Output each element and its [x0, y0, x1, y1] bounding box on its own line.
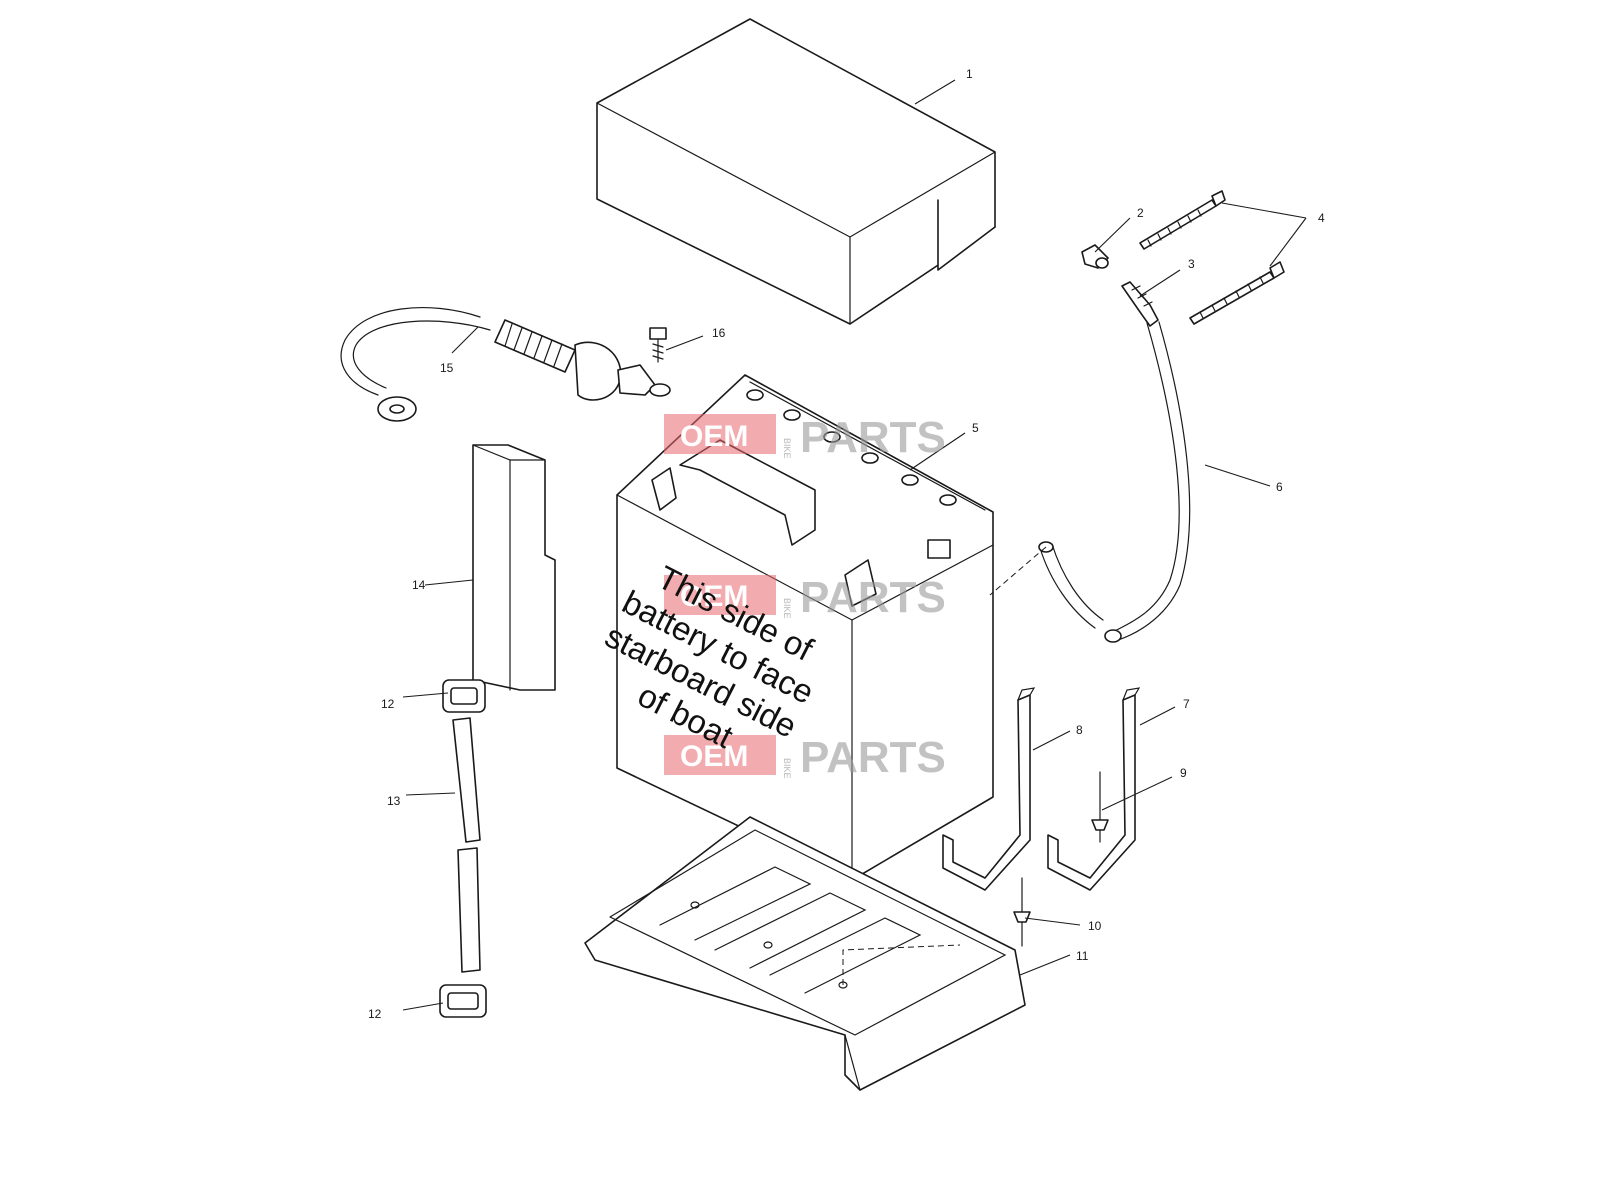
callout-15: 15	[440, 361, 454, 375]
watermark-top-left: OEM	[680, 420, 748, 453]
rivet-upper	[1091, 771, 1109, 843]
watermark-bottom: OEM BIKE PARTS	[664, 733, 946, 782]
callout-1: 1	[966, 67, 973, 81]
callout-16: 16	[712, 326, 726, 340]
vent-elbow	[1081, 244, 1109, 269]
battery-strap	[452, 717, 481, 973]
callout-12-upper: 12	[381, 697, 395, 711]
callout-2: 2	[1137, 206, 1144, 220]
watermark-middle: OEM BIKE PARTS	[664, 573, 946, 622]
watermark-top-small: BIKE	[782, 438, 792, 459]
callout-9: 9	[1180, 766, 1187, 780]
callout-8: 8	[1076, 723, 1083, 737]
watermark-bottom-right: PARTS	[800, 733, 946, 782]
battery-tray	[584, 816, 1026, 1091]
callout-13: 13	[387, 794, 401, 808]
callout-14: 14	[412, 578, 426, 592]
watermark-middle-small: BIKE	[782, 598, 792, 619]
callout-10: 10	[1088, 919, 1102, 933]
callout-6: 6	[1276, 480, 1283, 494]
hold-down-bracket-right	[1047, 687, 1141, 891]
cable-tie-upper	[1139, 190, 1226, 250]
callout-7: 7	[1183, 697, 1190, 711]
watermark-top: OEM BIKE PARTS	[664, 413, 946, 462]
leader-lines	[402, 79, 1307, 1011]
watermark-bottom-left: OEM	[680, 740, 748, 773]
battery-cover	[596, 18, 996, 325]
cable-tie-lower	[1189, 261, 1285, 325]
vent-tube	[989, 321, 1191, 643]
callout-4: 4	[1318, 211, 1325, 225]
callout-12-lower: 12	[368, 1007, 382, 1021]
callout-labels: 1 2 3 4 5 6 7 8 9 10 11 12 12 13 14 15 1…	[368, 67, 1325, 1021]
watermark-top-right: PARTS	[800, 413, 946, 462]
strap-buckle-lower	[439, 984, 487, 1018]
foam-block	[472, 444, 556, 691]
strap-buckle-upper	[442, 679, 486, 713]
callout-5: 5	[972, 421, 979, 435]
terminal-bolt	[649, 327, 667, 363]
vent-fitting	[1121, 281, 1159, 327]
rivet-lower	[1013, 877, 1031, 947]
watermark-middle-left: OEM	[680, 580, 748, 613]
watermark-bottom-small: BIKE	[782, 758, 792, 779]
callout-11: 11	[1076, 949, 1089, 963]
callout-3: 3	[1188, 257, 1195, 271]
watermark-middle-right: PARTS	[800, 573, 946, 622]
hold-down-bracket-left	[942, 687, 1036, 891]
battery-cable	[340, 307, 671, 422]
